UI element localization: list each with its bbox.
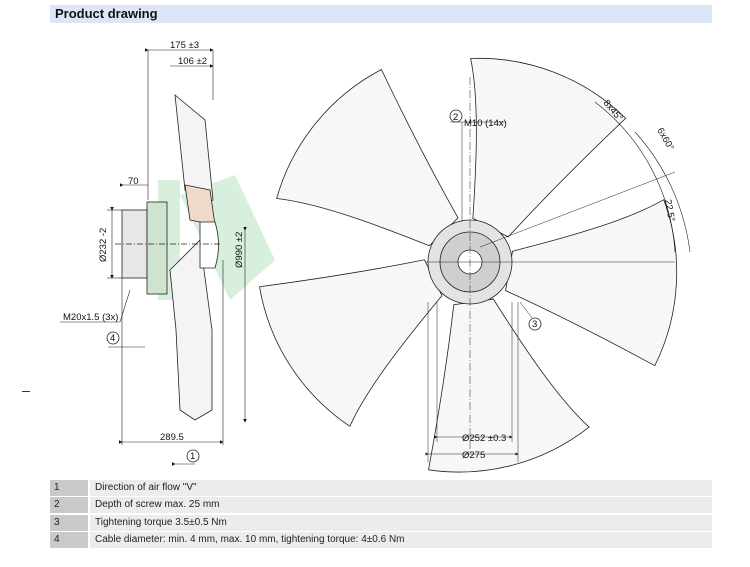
row-text: Cable diameter: min. 4 mm, max. 10 mm, t… — [90, 531, 712, 548]
row-number: 3 — [50, 514, 88, 531]
callout-circle-4 — [106, 331, 120, 345]
row-text: Tightening torque 3.5±0.5 Nm — [90, 514, 712, 531]
angle-22-5: 22.5° — [662, 199, 677, 223]
row-number: 2 — [50, 497, 88, 514]
dim-990: Ø990 ±2 — [234, 232, 245, 268]
dim-289-5: 289.5 — [160, 432, 184, 443]
dimension-lines — [60, 48, 247, 466]
callout-1: 1 — [190, 451, 195, 462]
side-view — [60, 48, 247, 466]
callout-4: 4 — [110, 333, 115, 344]
cable-gland-label: M20x1.5 (3x) — [63, 312, 118, 323]
callout-circle-1 — [186, 449, 200, 463]
dia-252: Ø252 ±0.3 — [462, 433, 506, 444]
row-text: Depth of screw max. 25 mm — [90, 497, 712, 514]
thread-label: M10 (14x) — [464, 118, 507, 129]
dim-175: 175 ±3 — [170, 40, 199, 51]
front-view — [251, 32, 693, 475]
row-number: 1 — [50, 480, 88, 496]
page-mark — [22, 391, 30, 392]
callout-circle-2 — [449, 109, 463, 123]
dim-106: 106 ±2 — [178, 56, 207, 67]
dia-275: Ø275 — [462, 450, 485, 461]
callout-2: 2 — [453, 112, 458, 123]
section-header: Product drawing — [50, 5, 712, 23]
dim-70: 70 — [128, 176, 139, 187]
callout-3: 3 — [532, 319, 537, 330]
callout-circle-3 — [528, 317, 542, 331]
angle-6x60: 6x60° — [654, 126, 676, 153]
row-text: Direction of air flow "V" — [90, 480, 712, 496]
dim-232: Ø232 -2 — [98, 228, 109, 262]
section-title: Product drawing — [55, 6, 158, 21]
row-number: 4 — [50, 531, 88, 548]
product-drawing: 175 ±3 106 ±2 70 Ø232 -2 Ø990 ±2 289.5 M… — [60, 32, 693, 475]
